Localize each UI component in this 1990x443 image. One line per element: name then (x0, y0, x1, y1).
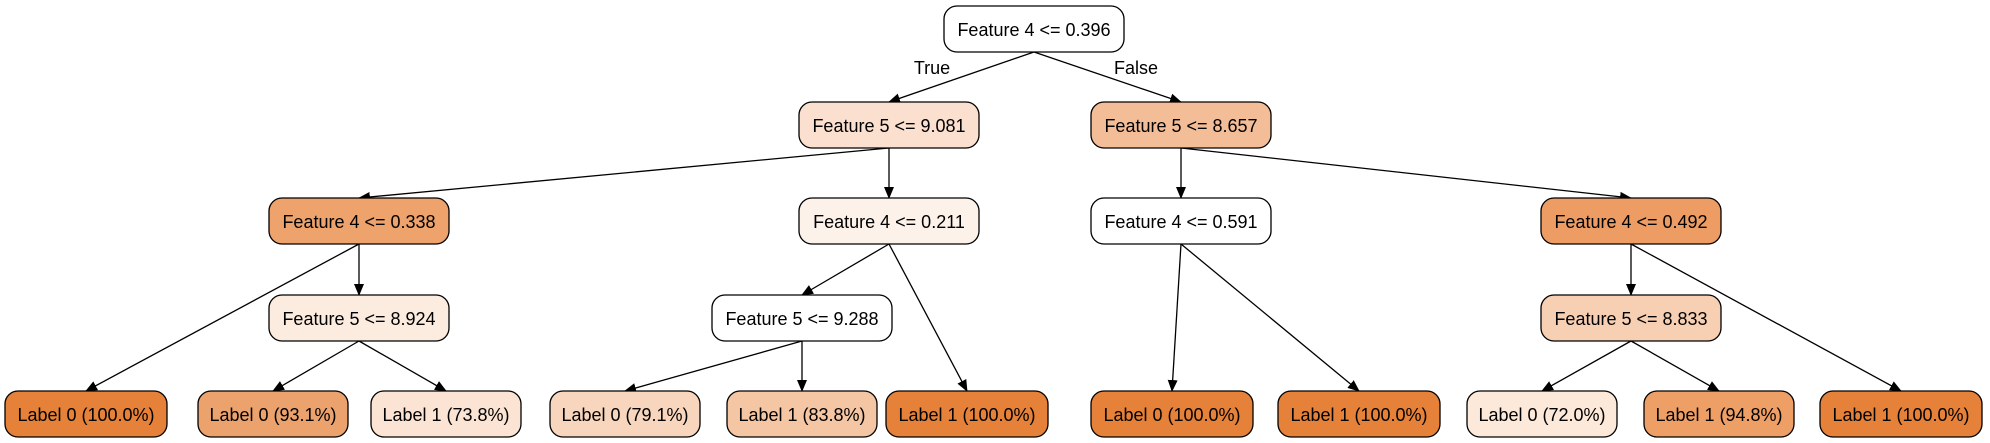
edge-n0-n1 (888, 51, 1035, 104)
node-box (1466, 390, 1618, 438)
node-label: Feature 5 <= 9.081 (812, 116, 965, 136)
node-box (1643, 390, 1795, 438)
node-box (1090, 390, 1254, 438)
node-box (549, 390, 701, 438)
node-box (798, 197, 980, 245)
node-box (1277, 390, 1441, 438)
tree-node-n0: Feature 4 <= 0.396 (943, 5, 1125, 53)
node-label: Label 1 (83.8%) (738, 405, 865, 425)
edge-n8-n15 (272, 340, 360, 392)
tree-node-n6: Feature 4 <= 0.492 (1540, 197, 1722, 245)
tree-node-n15: Label 0 (93.1%) (197, 390, 349, 438)
tree-node-n12: Label 1 (100.0%) (1277, 390, 1441, 438)
node-label: Feature 4 <= 0.396 (957, 20, 1110, 40)
tree-node-n11: Label 0 (100.0%) (1090, 390, 1254, 438)
node-box (1540, 294, 1722, 342)
tree-node-n17: Label 0 (79.1%) (549, 390, 701, 438)
node-label: Label 1 (94.8%) (1655, 405, 1782, 425)
edge-label-true: True (914, 58, 950, 78)
tree-node-n10: Label 1 (100.0%) (885, 390, 1049, 438)
node-label: Label 0 (79.1%) (561, 405, 688, 425)
node-box (268, 294, 450, 342)
edge-n5-n11 (1167, 243, 1182, 392)
node-label: Label 0 (93.1%) (209, 405, 336, 425)
node-label: Label 0 (100.0%) (1103, 405, 1240, 425)
tree-node-n19: Label 0 (72.0%) (1466, 390, 1618, 438)
node-label: Feature 5 <= 8.657 (1104, 116, 1257, 136)
tree-node-n16: Label 1 (73.8%) (370, 390, 522, 438)
tree-node-n13: Feature 5 <= 8.833 (1540, 294, 1722, 342)
edges-layer: True False (85, 51, 1902, 393)
node-label: Label 1 (100.0%) (1290, 405, 1427, 425)
node-label: Feature 5 <= 8.924 (282, 309, 435, 329)
node-box (4, 390, 168, 438)
node-box (1540, 197, 1722, 245)
node-box (268, 197, 450, 245)
node-label: Feature 5 <= 9.288 (725, 309, 878, 329)
node-label: Feature 5 <= 8.833 (1554, 309, 1707, 329)
tree-node-n18: Label 1 (83.8%) (726, 390, 878, 438)
tree-node-n14: Label 1 (100.0%) (1819, 390, 1983, 438)
edge-n4-n9 (801, 243, 890, 296)
node-box (943, 5, 1125, 53)
edge-n9-n17 (624, 340, 803, 393)
tree-node-n4: Feature 4 <= 0.211 (798, 197, 980, 245)
node-box (885, 390, 1049, 438)
tree-node-n7: Label 0 (100.0%) (4, 390, 168, 438)
node-box (1819, 390, 1983, 438)
edge-n0-n2 (1033, 51, 1182, 104)
node-box (711, 294, 893, 342)
edge-n1-n3 (358, 147, 890, 202)
tree-node-n20: Label 1 (94.8%) (1643, 390, 1795, 438)
edge-n2-n6 (1180, 147, 1632, 202)
node-label: Label 1 (73.8%) (382, 405, 509, 425)
node-label: Label 0 (72.0%) (1478, 405, 1605, 425)
edge-n13-n20 (1630, 340, 1720, 392)
node-box (370, 390, 522, 438)
edge-n5-n12 (1180, 243, 1360, 392)
node-label: Feature 4 <= 0.591 (1104, 212, 1257, 232)
node-box (798, 101, 980, 149)
node-label: Feature 4 <= 0.492 (1554, 212, 1707, 232)
node-box (1090, 197, 1272, 245)
node-label: Label 1 (100.0%) (898, 405, 1035, 425)
edge-n13-n19 (1541, 340, 1632, 392)
edge-label-false: False (1114, 58, 1158, 78)
tree-node-n3: Feature 4 <= 0.338 (268, 197, 450, 245)
edge-n3-n7 (85, 243, 360, 392)
node-box (197, 390, 349, 438)
tree-node-n2: Feature 5 <= 8.657 (1090, 101, 1272, 149)
edge-n8-n16 (358, 340, 447, 392)
tree-node-n8: Feature 5 <= 8.924 (268, 294, 450, 342)
node-label: Label 1 (100.0%) (1832, 405, 1969, 425)
tree-node-n9: Feature 5 <= 9.288 (711, 294, 893, 342)
node-box (1090, 101, 1272, 149)
edge-n6-n14 (1630, 243, 1902, 392)
node-label: Feature 4 <= 0.211 (813, 212, 965, 232)
node-box (726, 390, 878, 438)
node-label: Feature 4 <= 0.338 (282, 212, 435, 232)
tree-node-n5: Feature 4 <= 0.591 (1090, 197, 1272, 245)
edge-n4-n10 (888, 243, 968, 392)
node-label: Label 0 (100.0%) (17, 405, 154, 425)
tree-node-n1: Feature 5 <= 9.081 (798, 101, 980, 149)
